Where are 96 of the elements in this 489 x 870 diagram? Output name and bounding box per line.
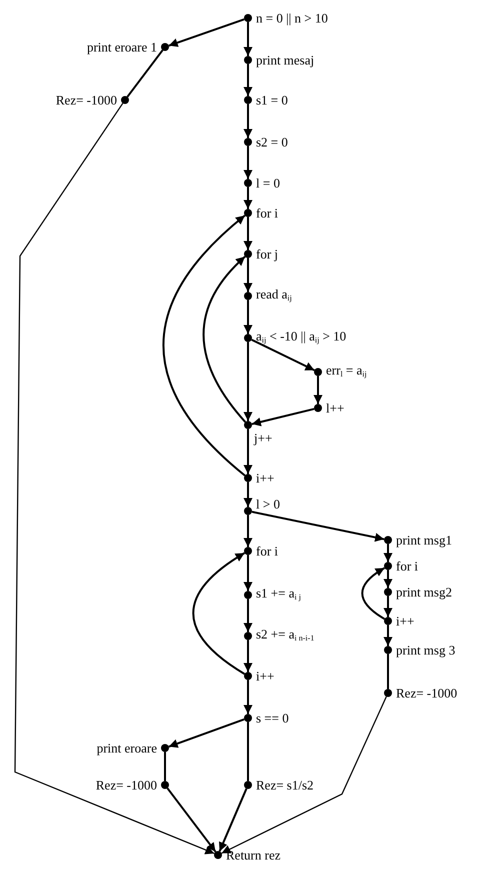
statement-label: for i [396, 558, 418, 574]
arrow [244, 555, 252, 591]
statement-label: Rez= -1000 [396, 686, 458, 700]
arrow [14, 102, 215, 854]
arrow [384, 570, 392, 588]
statement-label: print eroare 1 [86, 40, 157, 54]
node-dot [161, 744, 169, 752]
statement-label: i++ [396, 614, 414, 628]
node-dot [244, 547, 252, 555]
arrow [251, 338, 315, 372]
statement-label: s1 += a$_{i j}$ [256, 586, 301, 604]
node-dot [384, 617, 392, 625]
node-dot [244, 781, 252, 789]
node-dot [214, 851, 222, 859]
node-dot [384, 536, 392, 544]
node-dot [244, 138, 252, 146]
statement-label: for i [256, 206, 278, 220]
arrow [384, 596, 392, 617]
node-dot [384, 646, 392, 654]
arrow [244, 64, 252, 96]
statement-label: i++ [256, 470, 274, 486]
statement-label: Rez= -1000 [56, 92, 117, 108]
arrow [314, 376, 322, 404]
statement-label: read a$_{ij}$ [256, 286, 292, 304]
node-dot [244, 591, 252, 599]
arrow [244, 104, 252, 138]
statement-label: print msg2 [396, 584, 452, 600]
node-dot [244, 292, 252, 300]
statement-label: s2 += a$_{i n-i-1}$ [256, 626, 314, 644]
node-dot [244, 14, 252, 22]
arrow [168, 18, 245, 47]
arrow [162, 214, 246, 476]
arrow [244, 640, 252, 672]
arrow [361, 567, 386, 620]
node-dot [314, 368, 322, 376]
statement-label: for j [256, 246, 278, 262]
node-dot [244, 334, 252, 342]
statement-label: l++ [326, 400, 344, 416]
statement-label: n = 0 || n > 10 [256, 10, 328, 26]
node-dot [244, 474, 252, 482]
node-dot [161, 43, 169, 51]
arrow [244, 258, 252, 292]
node-dot [244, 209, 252, 217]
node-dot [244, 421, 252, 429]
node-dot [244, 250, 252, 258]
statement-label: Rez= -1000 [96, 778, 157, 792]
node-dot [314, 404, 322, 412]
node-dot [244, 672, 252, 680]
arrow [244, 599, 252, 632]
statement-label: for i [256, 544, 278, 558]
arrow [166, 788, 216, 852]
statement-label: s1 = 0 [256, 92, 288, 108]
statement-label: err$_{l}$ = a$_{ij}$ [326, 362, 367, 380]
node-dot [244, 714, 252, 722]
statement-label: Return rez [226, 848, 281, 862]
statement-label: a$_{ij}$ < -10 || a$_{ij}$ > 10 [256, 328, 346, 346]
arrow [192, 552, 246, 675]
arrow [244, 217, 252, 250]
node-dot [121, 96, 129, 104]
arrow [168, 718, 245, 748]
arrow [218, 788, 248, 852]
arrow [244, 515, 252, 547]
node-dot [244, 507, 252, 515]
arrow [244, 146, 252, 179]
node-dot [244, 96, 252, 104]
arrow [244, 342, 252, 421]
node-dot [384, 689, 392, 697]
statement-label: print mesaj [256, 52, 314, 68]
arrow [244, 187, 252, 209]
arrow [221, 696, 387, 854]
statement-label: j++ [254, 430, 272, 446]
statement-label: print msg1 [396, 532, 452, 548]
arrow [244, 482, 252, 507]
node-dot [384, 588, 392, 596]
node-dot [244, 56, 252, 64]
statement-label: print eroare [96, 740, 157, 756]
arrow [244, 22, 252, 56]
arrow [244, 680, 252, 714]
statement-label: s == 0 [256, 710, 289, 726]
statement-label: s2 = 0 [256, 134, 288, 150]
arrow [244, 429, 252, 474]
arrow [202, 256, 246, 423]
node-dot [384, 562, 392, 570]
statement-label: i++ [256, 668, 274, 684]
statement-label: print msg 3 [396, 642, 456, 658]
arrow [244, 300, 252, 334]
statement-label: l > 0 [256, 496, 280, 512]
node-dot [161, 781, 169, 789]
arrow [252, 408, 314, 426]
node-dot [244, 179, 252, 187]
statement-label: Rez= s1/s2 [256, 778, 314, 792]
statement-label: l = 0 [256, 176, 280, 190]
arrow [384, 544, 392, 562]
arrow [384, 625, 392, 646]
arrow [252, 510, 384, 542]
node-dot [244, 632, 252, 640]
